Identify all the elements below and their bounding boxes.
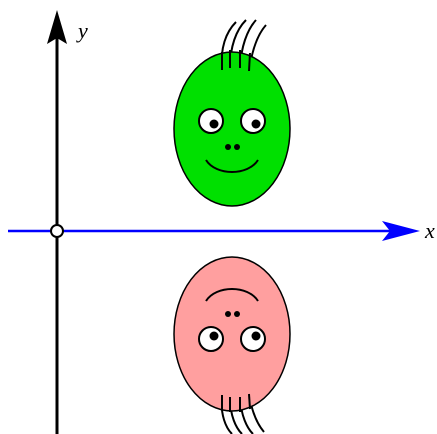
- x-axis-arrow-icon: [382, 221, 420, 241]
- pupil-icon: [251, 331, 261, 341]
- lower-face-head: [173, 256, 291, 412]
- origin-marker: [50, 224, 64, 238]
- lower-face: [173, 256, 291, 434]
- hair-strand-icon: [248, 393, 251, 410]
- lower-face-eyes: [198, 326, 266, 352]
- upper-face: [173, 19, 291, 207]
- nose-dot-icon: [225, 311, 231, 317]
- lower-face-nose: [225, 311, 240, 317]
- upper-face-nose: [225, 144, 240, 150]
- lower-face-frown-icon: [205, 288, 259, 302]
- upper-face-head: [173, 51, 291, 207]
- x-axis-label: x: [424, 218, 435, 243]
- upper-face-eyes: [198, 108, 266, 134]
- nose-dot-icon: [234, 311, 240, 317]
- pupil-icon: [209, 119, 219, 129]
- lower-face-hair-front: [221, 393, 251, 412]
- nose-dot-icon: [225, 144, 231, 150]
- hair-strand-icon: [248, 52, 251, 72]
- upper-face-smile-icon: [205, 159, 259, 173]
- y-axis: y: [47, 10, 88, 434]
- y-axis-arrow-icon: [47, 10, 67, 44]
- y-axis-label: y: [76, 18, 88, 43]
- pupil-icon: [209, 331, 219, 341]
- pupil-icon: [251, 119, 261, 129]
- x-axis: x: [8, 218, 435, 243]
- upper-face-hair-front: [221, 50, 251, 72]
- nose-dot-icon: [234, 144, 240, 150]
